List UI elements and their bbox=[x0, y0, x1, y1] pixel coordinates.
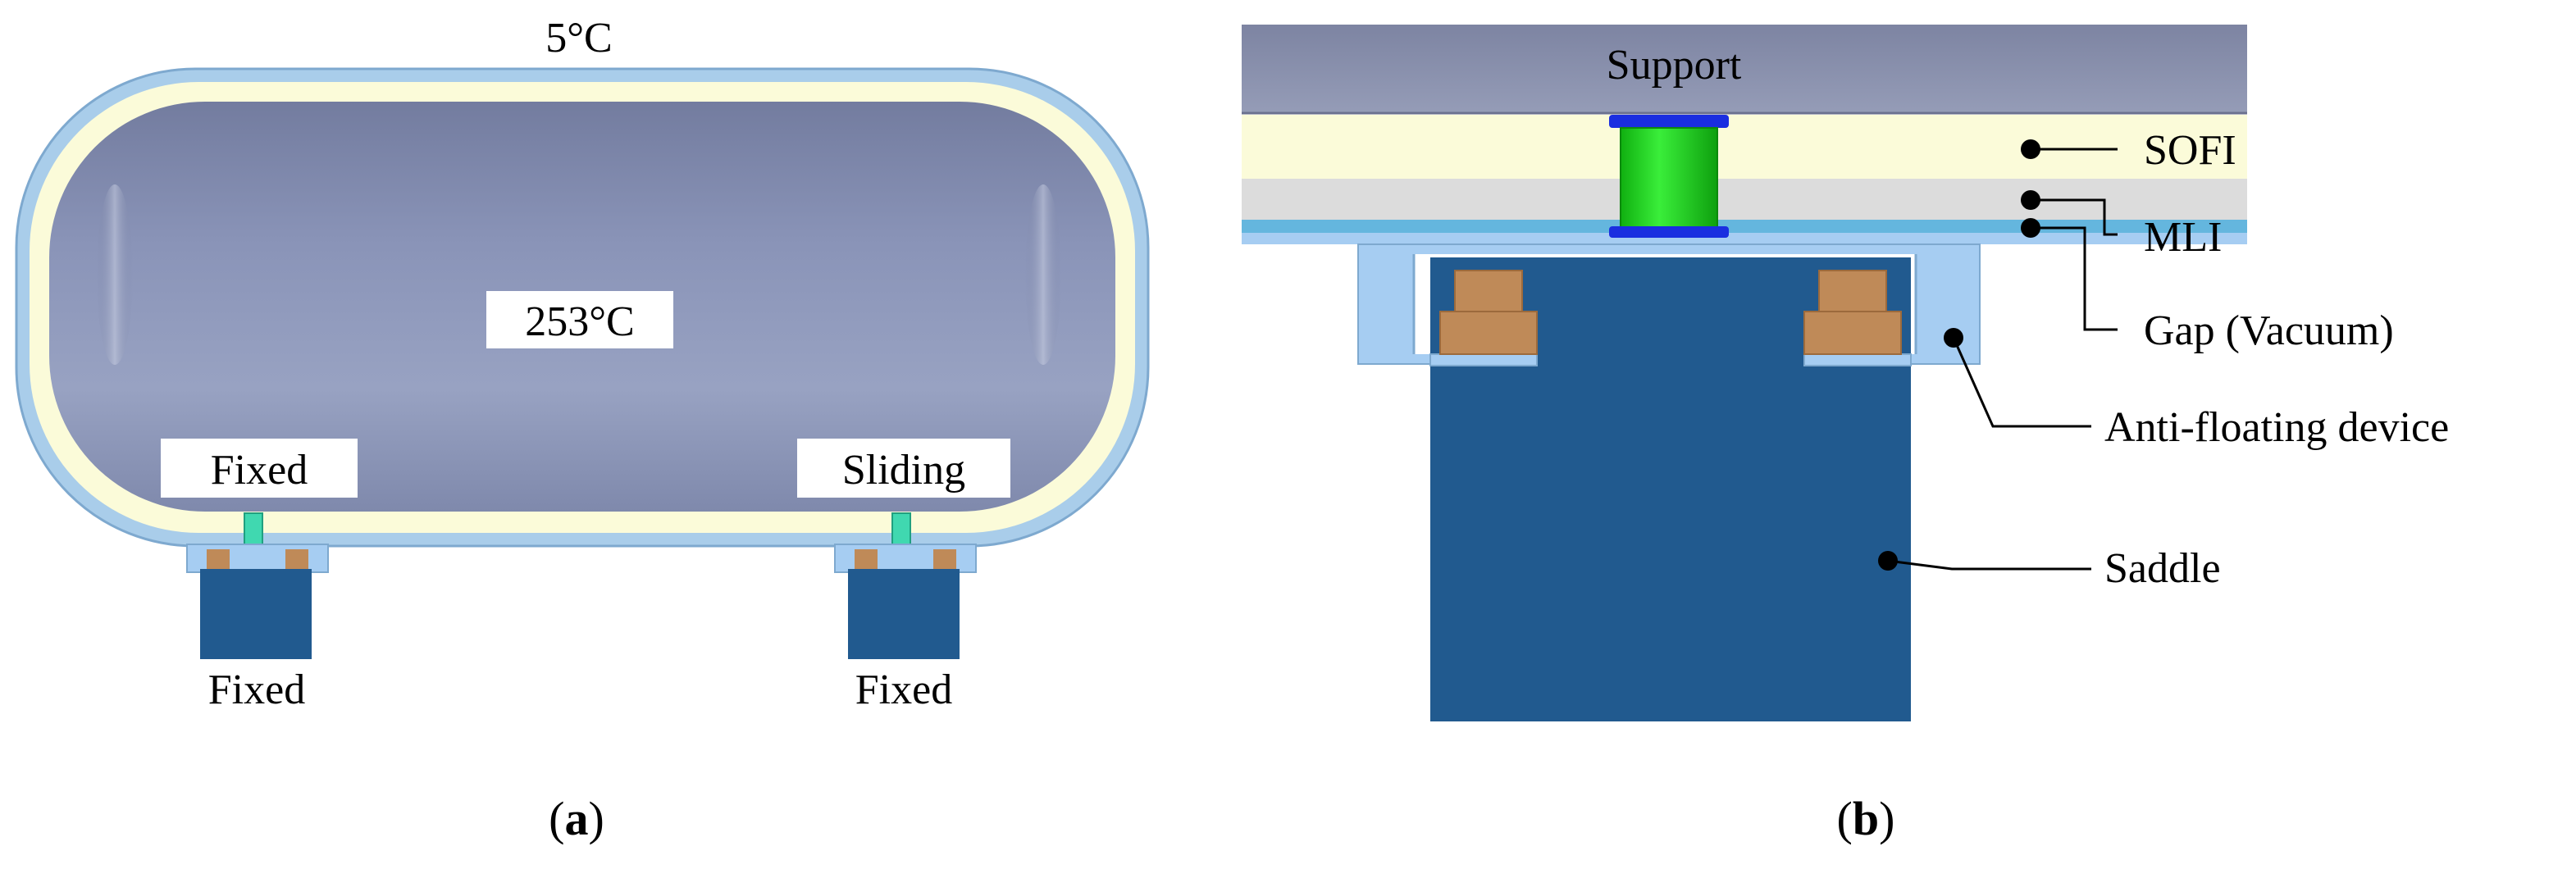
left-pad-bottom bbox=[1439, 311, 1538, 355]
gap-callout: Gap (Vacuum) bbox=[2144, 307, 2394, 354]
right-support-label: Sliding bbox=[842, 447, 965, 494]
left-pad bbox=[1439, 270, 1538, 355]
support-body bbox=[1620, 127, 1718, 229]
right-support-label-box bbox=[797, 439, 1010, 498]
anti-floating-right-lip bbox=[1803, 353, 1912, 366]
right-pad bbox=[1803, 270, 1902, 355]
panel-b: Support bbox=[1242, 25, 2449, 845]
tank-left-head-highlight bbox=[97, 184, 133, 365]
right-pad-top bbox=[1818, 270, 1887, 314]
support-top-cap bbox=[1609, 115, 1729, 128]
mli-leader bbox=[2031, 198, 2118, 236]
left-saddle-assembly bbox=[186, 512, 329, 659]
right-pad-1 bbox=[855, 549, 878, 569]
anti-floating-dot bbox=[1944, 328, 1963, 348]
mli-callout: MLI bbox=[2144, 214, 2222, 261]
right-base-label: Fixed bbox=[855, 667, 952, 713]
left-small-support bbox=[244, 512, 263, 545]
right-saddle bbox=[848, 569, 960, 659]
right-saddle-assembly bbox=[834, 512, 977, 659]
anti-floating-left-lip bbox=[1429, 353, 1538, 366]
saddle-callout: Saddle bbox=[2104, 545, 2221, 592]
mli-dot bbox=[2021, 190, 2040, 210]
gap-dot bbox=[2021, 218, 2040, 238]
right-small-support bbox=[891, 512, 911, 545]
callout-dots bbox=[1878, 139, 2040, 571]
outer-shell-bottom bbox=[1242, 233, 2247, 244]
left-base-label: Fixed bbox=[208, 667, 305, 713]
gap-leader bbox=[2031, 226, 2118, 331]
outer-temperature-label: 5°C bbox=[545, 15, 612, 61]
inner-temperature-box bbox=[486, 291, 673, 348]
sofi-callout: SOFI bbox=[2144, 127, 2236, 174]
left-pad-top bbox=[1454, 270, 1523, 314]
left-pad-1 bbox=[207, 549, 230, 569]
panel-b-caption: (b) bbox=[1837, 792, 1895, 845]
inner-temperature-label: 253°C bbox=[525, 298, 634, 345]
saddle-leader bbox=[1887, 559, 2091, 571]
left-pad-2 bbox=[285, 549, 308, 569]
panel-a: 5°C 253°C Fixed Sliding Fixed Fixed (a) bbox=[15, 15, 1150, 845]
gap-layer bbox=[1242, 220, 2247, 233]
anti-floating-leader bbox=[1952, 337, 2091, 428]
support-column bbox=[1609, 115, 1729, 238]
support-bottom-cap bbox=[1609, 226, 1729, 238]
tank-right-head-highlight bbox=[1025, 184, 1061, 365]
callout-leaders bbox=[1887, 148, 2118, 571]
anti-floating-callout: Anti-floating device bbox=[2104, 404, 2449, 451]
sofi-layer bbox=[1242, 115, 2247, 179]
saddle-dot bbox=[1878, 551, 1898, 571]
left-support-label: Fixed bbox=[211, 447, 308, 494]
sofi-dot bbox=[2021, 139, 2040, 159]
panel-a-caption: (a) bbox=[549, 792, 604, 845]
support-label: Support bbox=[1607, 42, 1742, 89]
support-plate bbox=[1242, 25, 2247, 113]
left-saddle bbox=[200, 569, 312, 659]
right-pad-2 bbox=[933, 549, 956, 569]
left-support-label-box bbox=[161, 439, 358, 498]
right-pad-bottom bbox=[1803, 311, 1902, 355]
